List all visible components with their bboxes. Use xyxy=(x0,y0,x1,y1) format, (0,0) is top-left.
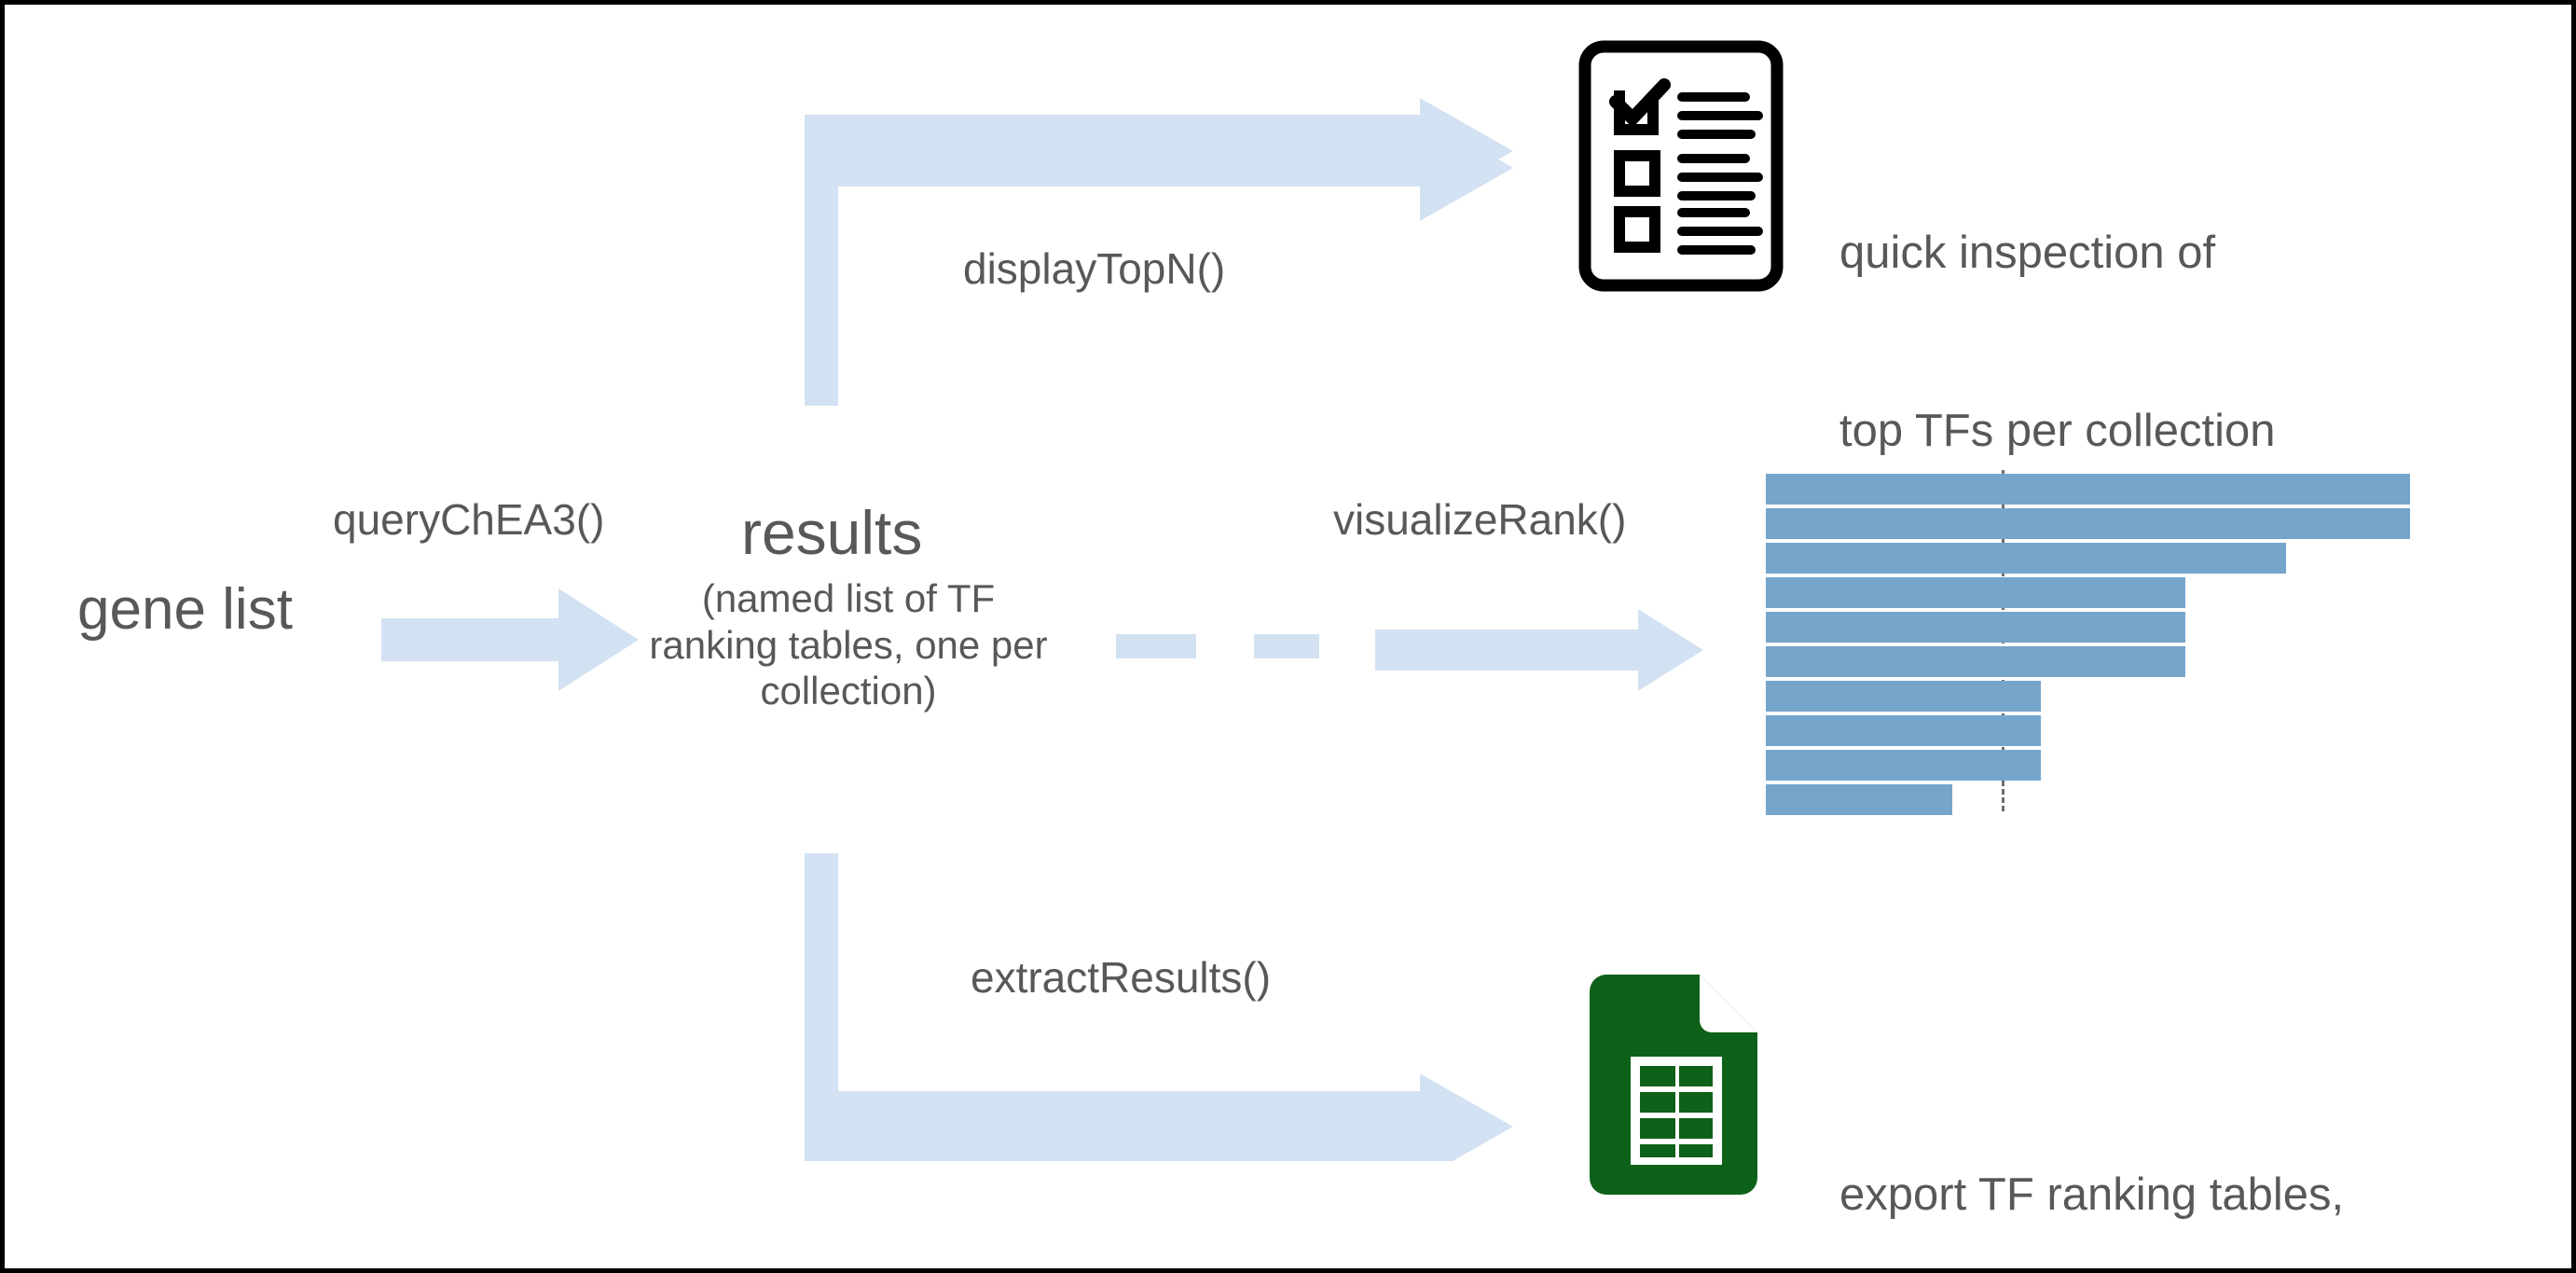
chart-bar xyxy=(1766,784,1952,815)
chart-bar-row xyxy=(1766,646,2418,677)
chart-bar-row xyxy=(1766,474,2418,505)
query-chea3-label: queryChEA3() xyxy=(333,495,605,544)
chart-bar xyxy=(1766,750,2041,781)
checklist-document-icon xyxy=(1578,40,1784,297)
visualize-rank-label: visualizeRank() xyxy=(1333,495,1627,544)
chart-bar-row xyxy=(1766,577,2418,608)
gene-list-label: gene list xyxy=(77,577,293,642)
display-top-n-label: displayTopN() xyxy=(963,244,1226,293)
quick-inspection-caption-line2: top TFs per collection xyxy=(1839,406,2276,457)
visualize-rank-arrow xyxy=(1116,609,1703,698)
display-top-n-arrow xyxy=(805,98,1513,410)
chart-bar-row xyxy=(1766,750,2418,781)
chart-bar xyxy=(1766,681,2041,712)
chart-bar xyxy=(1766,646,2185,677)
results-title: results xyxy=(741,498,923,567)
chart-bar-row xyxy=(1766,612,2418,643)
chart-bar-row xyxy=(1766,508,2418,539)
extract-results-label: extractResults() xyxy=(971,953,1272,1002)
export-caption-line1: export TF ranking tables, xyxy=(1839,1169,2345,1221)
results-subtitle: (named list of TF ranking tables, one pe… xyxy=(649,576,1048,713)
chart-bar xyxy=(1766,612,2185,643)
export-caption: export TF ranking tables, one sheet per … xyxy=(1839,1047,2345,1268)
chart-bar xyxy=(1766,508,2410,539)
query-arrow xyxy=(381,588,639,696)
chart-bar-row xyxy=(1766,543,2418,574)
chart-bar xyxy=(1766,715,2041,746)
chart-bar xyxy=(1766,543,2286,574)
chart-bar xyxy=(1766,577,2185,608)
quick-inspection-caption: quick inspection of top TFs per collecti… xyxy=(1839,105,2276,581)
quick-inspection-caption-line1: quick inspection of xyxy=(1839,228,2216,279)
spreadsheet-document-icon xyxy=(1590,975,1757,1203)
chart-bar xyxy=(1766,474,2410,505)
chart-bar-row xyxy=(1766,784,2418,815)
extract-results-arrow xyxy=(805,853,1513,1180)
chart-bar-row xyxy=(1766,681,2418,712)
chart-bar-row xyxy=(1766,715,2418,746)
horizontal-bar-chart xyxy=(1766,470,2418,815)
